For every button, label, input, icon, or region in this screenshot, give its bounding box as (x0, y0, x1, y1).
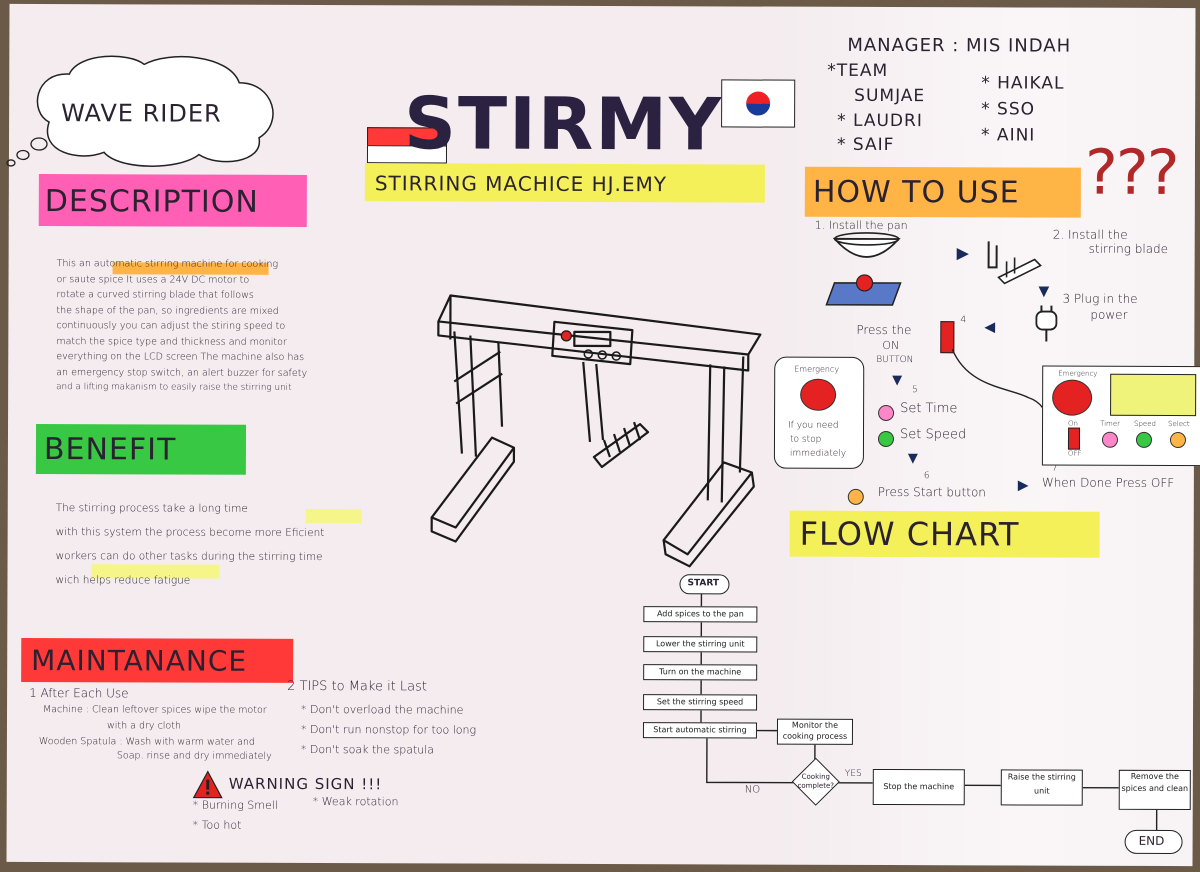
flow-step: Set the stirring speed (643, 694, 758, 711)
flow-end-label: END (1138, 833, 1165, 848)
plug-icon (1035, 305, 1058, 342)
flow-yes: YES (844, 768, 862, 779)
machine-drawing (430, 294, 762, 568)
warning-icon (192, 770, 223, 799)
flow-start-label: START (687, 578, 720, 589)
flow-decision-label: Cooking complete? (797, 772, 834, 790)
flow-connectors (700, 592, 1158, 830)
pan-on-stove-icon (825, 232, 902, 306)
cloud-bubble (6, 55, 274, 167)
flow-step: Add spices to the pan (643, 606, 758, 623)
flow-monitor: Monitor the cooking process (776, 718, 854, 745)
flow-raise: Raise the stirring unit (1000, 769, 1083, 806)
flow-step: Lower the stirring unit (643, 636, 758, 653)
poster: WAVE RIDER STIRMY STIRRING MACHICE HJ.EM… (6, 3, 1200, 867)
flow-no: NO (744, 784, 761, 796)
flow-step: Start automatic stirring (642, 722, 757, 739)
stirring-blade-icon (987, 241, 1042, 285)
flow-remove: Remove the spices and clean (1118, 769, 1191, 811)
flow-step: Turn on the machine (643, 664, 758, 681)
flow-stop: Stop the machine (872, 768, 965, 806)
